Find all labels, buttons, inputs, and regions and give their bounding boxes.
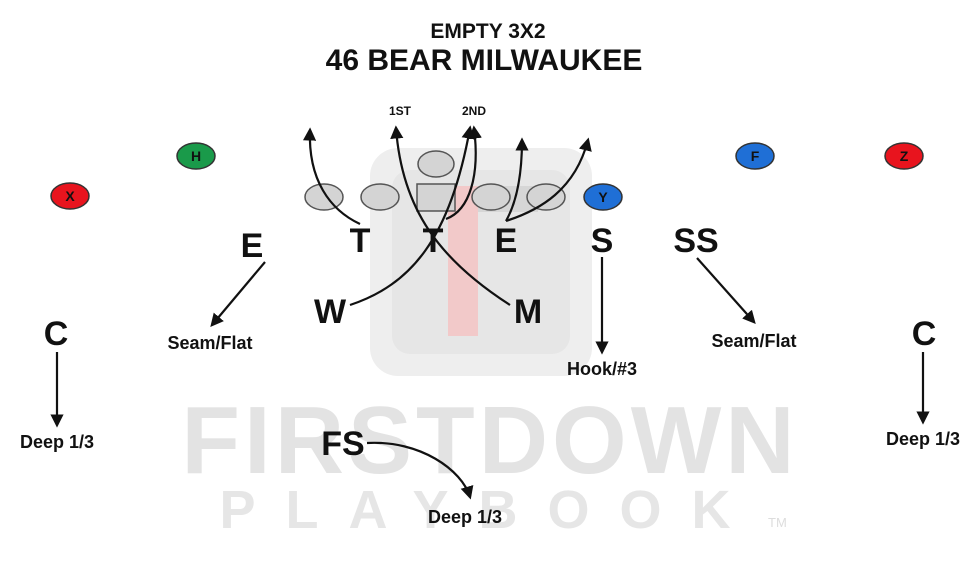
receiver-f-marker (735, 142, 775, 170)
route-e-right-rush (505, 137, 592, 223)
route-t-right (445, 125, 482, 221)
route-e-left (210, 261, 266, 328)
receiver-y: Y (583, 183, 623, 211)
right-guard-marker (471, 183, 511, 211)
defender-e-right: E (495, 222, 518, 260)
route-ss (696, 257, 756, 324)
gap-label-2nd: 2ND (462, 104, 486, 118)
receiver-x-marker (50, 182, 90, 210)
defender-fs: FS (321, 425, 364, 463)
defender-c-left: C (44, 315, 69, 353)
defender-e-left: E (241, 227, 264, 265)
route-w (349, 125, 475, 307)
assignment-c-right: Deep 1/3 (886, 429, 960, 449)
route-e-right (505, 137, 529, 222)
assignment-s: Hook/#3 (567, 359, 637, 379)
receiver-f-label: F (751, 148, 760, 164)
route-m (390, 125, 511, 306)
route-fs (366, 441, 474, 500)
receiver-z: Z (884, 142, 924, 170)
gap-label-1st: 1ST (389, 104, 412, 118)
defender-t-left: T (350, 222, 371, 260)
defender-w: W (314, 293, 347, 331)
defense-routes (50, 125, 930, 500)
assignment-c-left: Deep 1/3 (20, 432, 94, 452)
watermark-text-firstdown: FIRSTDOWN (181, 387, 798, 494)
assignment-ss: Seam/Flat (711, 331, 796, 351)
left-guard-marker (360, 183, 400, 211)
receiver-h-label: H (191, 148, 201, 164)
formation-title: EMPTY 3X2 (430, 20, 545, 43)
defender-s: S (591, 222, 614, 260)
watermark-text-playbook: PLAYBOOK (219, 480, 760, 540)
route-t-left (302, 127, 361, 225)
defender-c-right: C (912, 315, 937, 353)
receiver-y-marker (583, 183, 623, 211)
assignment-e-left: Seam/Flat (167, 333, 252, 353)
defender-m: M (514, 293, 542, 331)
defender-t-right: T (423, 222, 444, 260)
play-title: 46 BEAR MILWAUKEE (326, 44, 643, 77)
watermark-tm: TM (768, 515, 787, 530)
receiver-h: H (176, 142, 216, 170)
receiver-h-marker (176, 142, 216, 170)
receiver-y-label: Y (598, 189, 608, 205)
watermark-logo: FIRSTDOWN PLAYBOOK TM (181, 148, 798, 540)
receiver-x-label: X (65, 188, 75, 204)
receiver-f: F (735, 142, 775, 170)
receiver-z-label: Z (900, 148, 909, 164)
qb-marker (417, 150, 455, 178)
assignment-fs: Deep 1/3 (428, 507, 502, 527)
receiver-x: X (50, 182, 90, 210)
defender-ss: SS (673, 222, 718, 260)
logo-tile-inner (392, 170, 570, 354)
receiver-z-marker (884, 142, 924, 170)
right-tackle-marker (526, 183, 566, 211)
left-tackle-marker (304, 183, 344, 211)
